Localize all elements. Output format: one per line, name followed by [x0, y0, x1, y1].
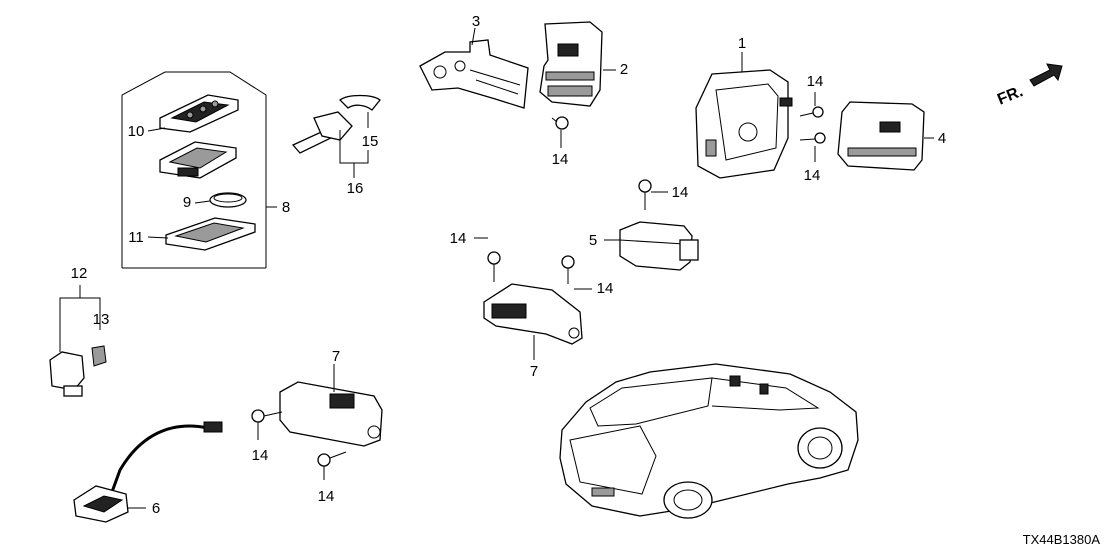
label-4: 4	[938, 130, 946, 147]
bracket-7-icon	[483, 283, 583, 360]
label-14-d: 14	[672, 184, 689, 201]
label-11: 11	[128, 229, 144, 246]
label-14-h: 14	[318, 488, 335, 505]
key-blade-icon	[291, 94, 381, 178]
front-direction-arrow-icon	[1029, 63, 1063, 87]
label-6: 6	[152, 500, 160, 517]
label-1: 1	[738, 35, 746, 52]
bolt-icon	[551, 116, 569, 148]
coin-battery-icon	[209, 192, 247, 208]
module-2-icon	[539, 21, 616, 107]
label-8: 8	[282, 199, 290, 216]
fob-group-bracket	[121, 71, 277, 269]
bolt-icon-5	[638, 179, 668, 210]
label-14-c: 14	[804, 167, 821, 184]
label-9: 9	[183, 194, 191, 211]
diagram-code: TX44B1380A	[1023, 532, 1101, 547]
label-15: 15	[362, 133, 379, 150]
front-direction-label: FR.	[995, 83, 1025, 108]
label-14-b: 14	[807, 73, 824, 90]
keyless-fob-icon	[159, 94, 239, 133]
label-3: 3	[472, 13, 480, 30]
label-7-upper: 7	[530, 363, 538, 380]
label-13: 13	[93, 311, 110, 328]
label-14-a: 14	[552, 151, 569, 168]
antenna-module-icon	[279, 364, 383, 447]
bolt-icon-7a	[474, 237, 592, 290]
label-14-g: 14	[252, 447, 269, 464]
module-1-icon	[695, 52, 793, 179]
sensor-12-icon	[49, 285, 107, 397]
label-5: 5	[589, 232, 597, 249]
vehicle-icon	[559, 363, 859, 519]
module-4-icon	[837, 101, 934, 171]
label-16: 16	[347, 180, 364, 197]
label-2: 2	[620, 61, 628, 78]
cable-assembly-icon	[73, 421, 223, 523]
label-14-e: 14	[450, 230, 467, 247]
label-7-lower: 7	[332, 348, 340, 365]
fob-circuit-board-icon	[159, 141, 237, 179]
label-14-f: 14	[597, 280, 614, 297]
sensor-unit-icon	[604, 221, 699, 271]
bracket-icon	[419, 27, 529, 109]
label-12: 12	[71, 265, 88, 282]
bolt-icon-pair	[799, 92, 826, 162]
fob-lower-case-icon	[165, 217, 256, 251]
bolt-icon-14-lower	[251, 409, 347, 480]
label-10: 10	[128, 123, 145, 140]
fob-leaders	[147, 127, 211, 239]
